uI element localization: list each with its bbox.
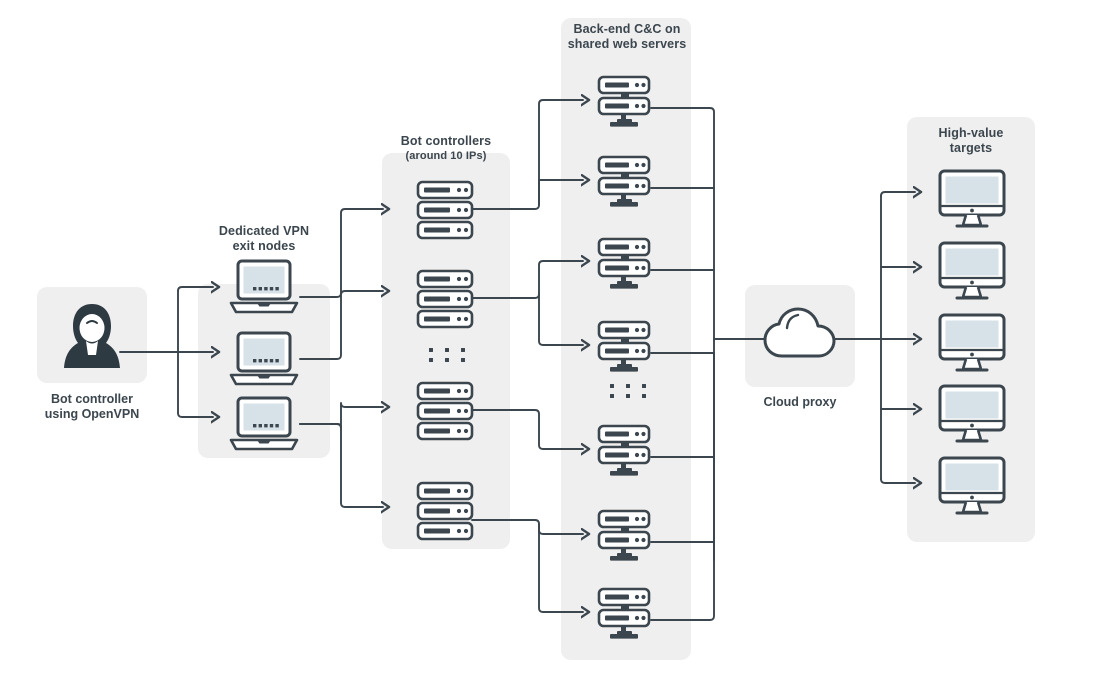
vpn-label-line1: Dedicated VPN <box>218 224 310 238</box>
monitor-icon <box>938 169 1006 229</box>
vpn-label-line2: exit nodes <box>232 239 296 253</box>
monitor-icon <box>938 313 1006 373</box>
label-high-value-targets: High-value targets <box>907 126 1035 156</box>
server-rack-2u-icon <box>597 75 655 133</box>
label-bot-controllers: Bot controllers (around 10 IPs) <box>378 134 514 164</box>
origin-label-line1: Bot controller <box>51 392 133 406</box>
laptop-icon <box>228 330 300 388</box>
laptop-icon <box>228 395 300 453</box>
server-rack-3u-icon <box>416 381 474 441</box>
label-vpn-exit-nodes: Dedicated VPN exit nodes <box>198 224 330 254</box>
server-rack-2u-icon <box>597 509 655 567</box>
label-backend-cc: Back-end C&C on shared web servers <box>551 22 703 52</box>
server-rack-2u-icon <box>597 320 655 378</box>
ellipsis-bot-controllers <box>429 345 469 365</box>
server-rack-3u-icon <box>416 481 474 541</box>
origin-label-line2: using OpenVPN <box>44 407 140 421</box>
label-cloud-proxy: Cloud proxy <box>740 395 860 410</box>
cloud-label: Cloud proxy <box>763 395 837 409</box>
server-rack-2u-icon <box>597 237 655 295</box>
laptop-icon <box>228 258 300 316</box>
server-rack-3u-icon <box>416 269 474 329</box>
cc-label-line2: shared web servers <box>567 37 687 51</box>
server-rack-3u-icon <box>416 180 474 240</box>
label-origin: Bot controller using OpenVPN <box>22 392 162 422</box>
targets-label-line2: targets <box>949 141 993 155</box>
ellipsis-backend-cc <box>610 381 650 401</box>
targets-label-line1: High-value <box>938 126 1004 140</box>
controllers-label-line1: Bot controllers <box>400 134 492 148</box>
monitor-icon <box>938 241 1006 301</box>
cc-label-line1: Back-end C&C on <box>573 22 681 36</box>
person-icon <box>57 300 127 372</box>
controllers-sublabel: (around 10 IPs) <box>405 150 487 162</box>
monitor-icon <box>938 456 1006 516</box>
cloud-icon <box>763 306 839 364</box>
server-rack-2u-icon <box>597 155 655 213</box>
monitor-icon <box>938 384 1006 444</box>
server-rack-2u-icon <box>597 587 655 645</box>
server-rack-2u-icon <box>597 424 655 482</box>
